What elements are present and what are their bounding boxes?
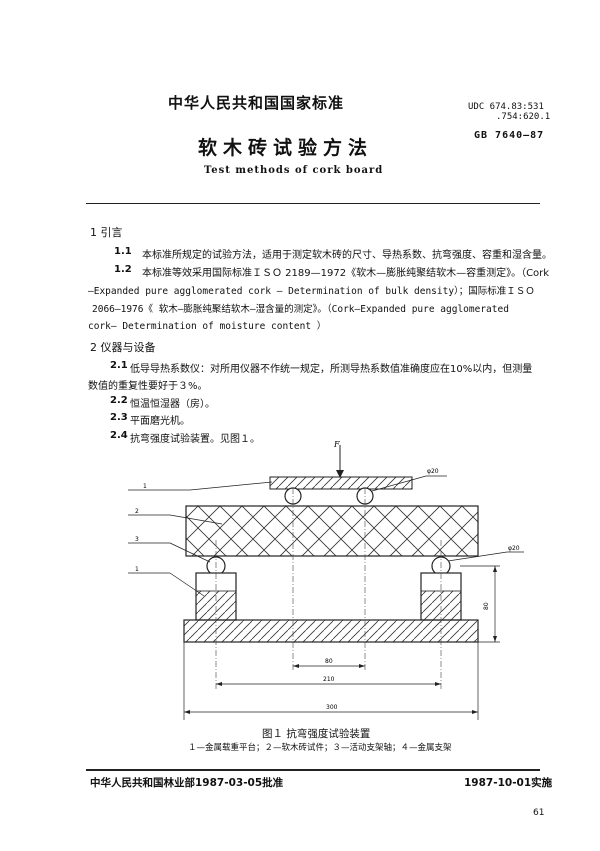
force-label: F — [333, 440, 340, 449]
clause-1-2-line2: —Expanded pure agglomerated cork — Deter… — [88, 286, 535, 297]
clause-2-3-number: 2.3 — [110, 412, 128, 423]
clause-1-2-line1: 本标准等效采用国际标准ＩＳＯ 2189—1972《软木—膨胀纯聚结软木—容重测定… — [142, 268, 550, 279]
clause-2-4-text: 抗弯强度试验装置。见图１。 — [130, 434, 260, 445]
callout-2: 2 — [135, 508, 139, 515]
clause-1-2-line3: 2066—1976《 软木—膨胀纯聚结软木—湿含量的测定》。（Cork—Expa… — [92, 304, 509, 315]
callout-3: 3 — [135, 536, 139, 543]
callout-1-bottom: 1 — [135, 566, 139, 573]
clause-2-3-text: 平面磨光机。 — [130, 416, 190, 427]
clause-2-2-number: 2.2 — [110, 395, 128, 406]
dim-height-label: 80 — [483, 602, 490, 610]
section1-heading: 1 引言 — [90, 226, 123, 239]
udc-code-line2: .754:620.1 — [496, 112, 551, 122]
clause-2-1-line1: 低导导热系数仪：对所用仪器不作统一规定，所测导热系数值准确度应在10%以内，但测… — [130, 364, 533, 375]
title-chinese: 软木砖试验方法 — [198, 137, 374, 159]
page-number: 61 — [533, 808, 545, 818]
clause-2-1-line2: 数值的重复性要好于３%。 — [88, 381, 208, 392]
clause-2-1-number: 2.1 — [110, 360, 128, 371]
clause-1-2-line4: cork— Determination of moisture content … — [88, 321, 327, 332]
title-english: Test methods of cork board — [204, 165, 384, 176]
base-plate — [183, 619, 479, 643]
loading-platform — [269, 476, 413, 490]
dim-210-label: 210 — [323, 676, 335, 683]
footer-rule — [86, 769, 540, 771]
clause-1-1-number: 1.1 — [114, 246, 132, 257]
udc-code-line1: UDC 674.83:531 — [468, 102, 544, 112]
effective-date: 1987-10-01实施 — [464, 777, 553, 789]
clause-2-2-text: 恒温恒湿器（房）。 — [130, 399, 215, 410]
dia-right-label: φ20 — [508, 545, 520, 552]
gb-code: GB 7640—87 — [474, 130, 545, 141]
force-arrow-head — [336, 470, 344, 478]
clause-1-1-text: 本标准所规定的试验方法，适用于测定软木砖的尺寸、导热系数、抗弯强度、容重和湿含量… — [142, 250, 552, 261]
clause-2-4-number: 2.4 — [110, 430, 128, 441]
approval-line: 中华人民共和国林业部1987-03-05批准 — [90, 777, 284, 789]
clause-1-2-number: 1.2 — [114, 264, 132, 275]
figure-legend: １—金属载重平台；２—软木砖试件；３—活动支架轴；４—金属支架 — [188, 743, 452, 753]
dim-300-label: 300 — [326, 704, 338, 711]
header-rule — [86, 203, 540, 204]
dia-top-label: φ20 — [427, 468, 439, 475]
dim-80-label: 80 — [325, 658, 333, 665]
section2-heading: 2 仪器与设备 — [90, 341, 156, 354]
standard-name: 中华人民共和国国家标准 — [168, 94, 345, 112]
cork-specimen — [185, 505, 479, 557]
callout-1-top: 1 — [143, 483, 147, 490]
figure-caption: 图１ 抗弯强度试验装置 — [262, 728, 371, 740]
